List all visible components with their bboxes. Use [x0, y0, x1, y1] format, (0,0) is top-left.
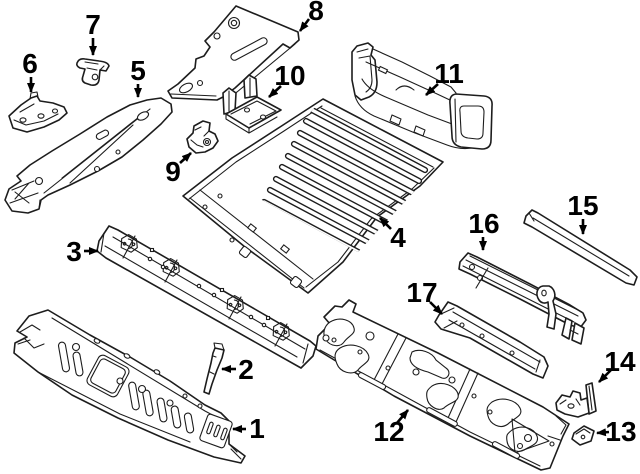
callout-14-arrow [598, 369, 612, 383]
p16-hook [536, 285, 557, 330]
callout-7-label: 7 [85, 9, 101, 40]
p3-outline [96, 225, 317, 369]
part-15-drawing [523, 209, 638, 286]
callout-11-label: 11 [434, 58, 464, 89]
part-16-drawing [458, 252, 587, 345]
callout-8-arrow [298, 18, 311, 32]
part-2-drawing [203, 342, 225, 395]
callout-16-label: 16 [468, 208, 499, 239]
callout-5-label: 5 [130, 55, 146, 86]
part-7-drawing [76, 58, 110, 86]
p10-base [225, 96, 282, 129]
part-11-drawing [351, 42, 493, 150]
p6-outline [8, 95, 68, 133]
callout-6-label: 6 [22, 48, 38, 79]
part-12-drawing [315, 299, 570, 471]
part-17-drawing [434, 301, 549, 379]
p7-outline [76, 58, 110, 86]
p2-outline [203, 347, 225, 395]
callout-13-label: 13 [605, 416, 636, 447]
part-6-drawing [8, 91, 68, 133]
callout-9-label: 9 [165, 156, 181, 187]
p17-outline [434, 301, 549, 379]
callout-10-arrow [268, 85, 282, 98]
callout-10-label: 10 [274, 60, 305, 91]
p15-outline [523, 209, 638, 286]
part-4-drawing [182, 98, 444, 294]
p16-outline [458, 252, 587, 329]
p3-clips [120, 234, 290, 341]
part-10-drawing [222, 74, 282, 134]
callout-12-label: 12 [373, 416, 404, 447]
callout-17-arrow [429, 301, 443, 315]
p5-outline [4, 97, 173, 214]
callout-17-label: 17 [406, 277, 437, 308]
part-9-drawing [186, 120, 219, 154]
callout-11-arrow [425, 83, 439, 96]
part-13-drawing [571, 425, 595, 446]
callout-4-label: 4 [390, 222, 406, 253]
callout-3-label: 3 [66, 236, 82, 267]
callout-8-label: 8 [308, 0, 324, 26]
callout-13-arrow [596, 428, 610, 437]
callout-14-label: 14 [604, 346, 636, 377]
part-14-drawing [555, 382, 597, 418]
p4-rib-field [260, 106, 429, 252]
callout-4-arrow [379, 217, 392, 230]
callout-12-arrow [396, 409, 409, 424]
callout-9-arrow [179, 152, 192, 164]
part-8-drawing [167, 5, 300, 101]
part-5-drawing [4, 97, 173, 214]
p9-outline [186, 120, 219, 154]
callout-1-label: 1 [249, 413, 265, 444]
part-1-drawing [13, 309, 246, 464]
callout-15-label: 15 [567, 190, 598, 221]
p11-left-wall [351, 42, 378, 101]
part-3-drawing [96, 225, 317, 369]
callout-2-label: 2 [238, 354, 254, 385]
